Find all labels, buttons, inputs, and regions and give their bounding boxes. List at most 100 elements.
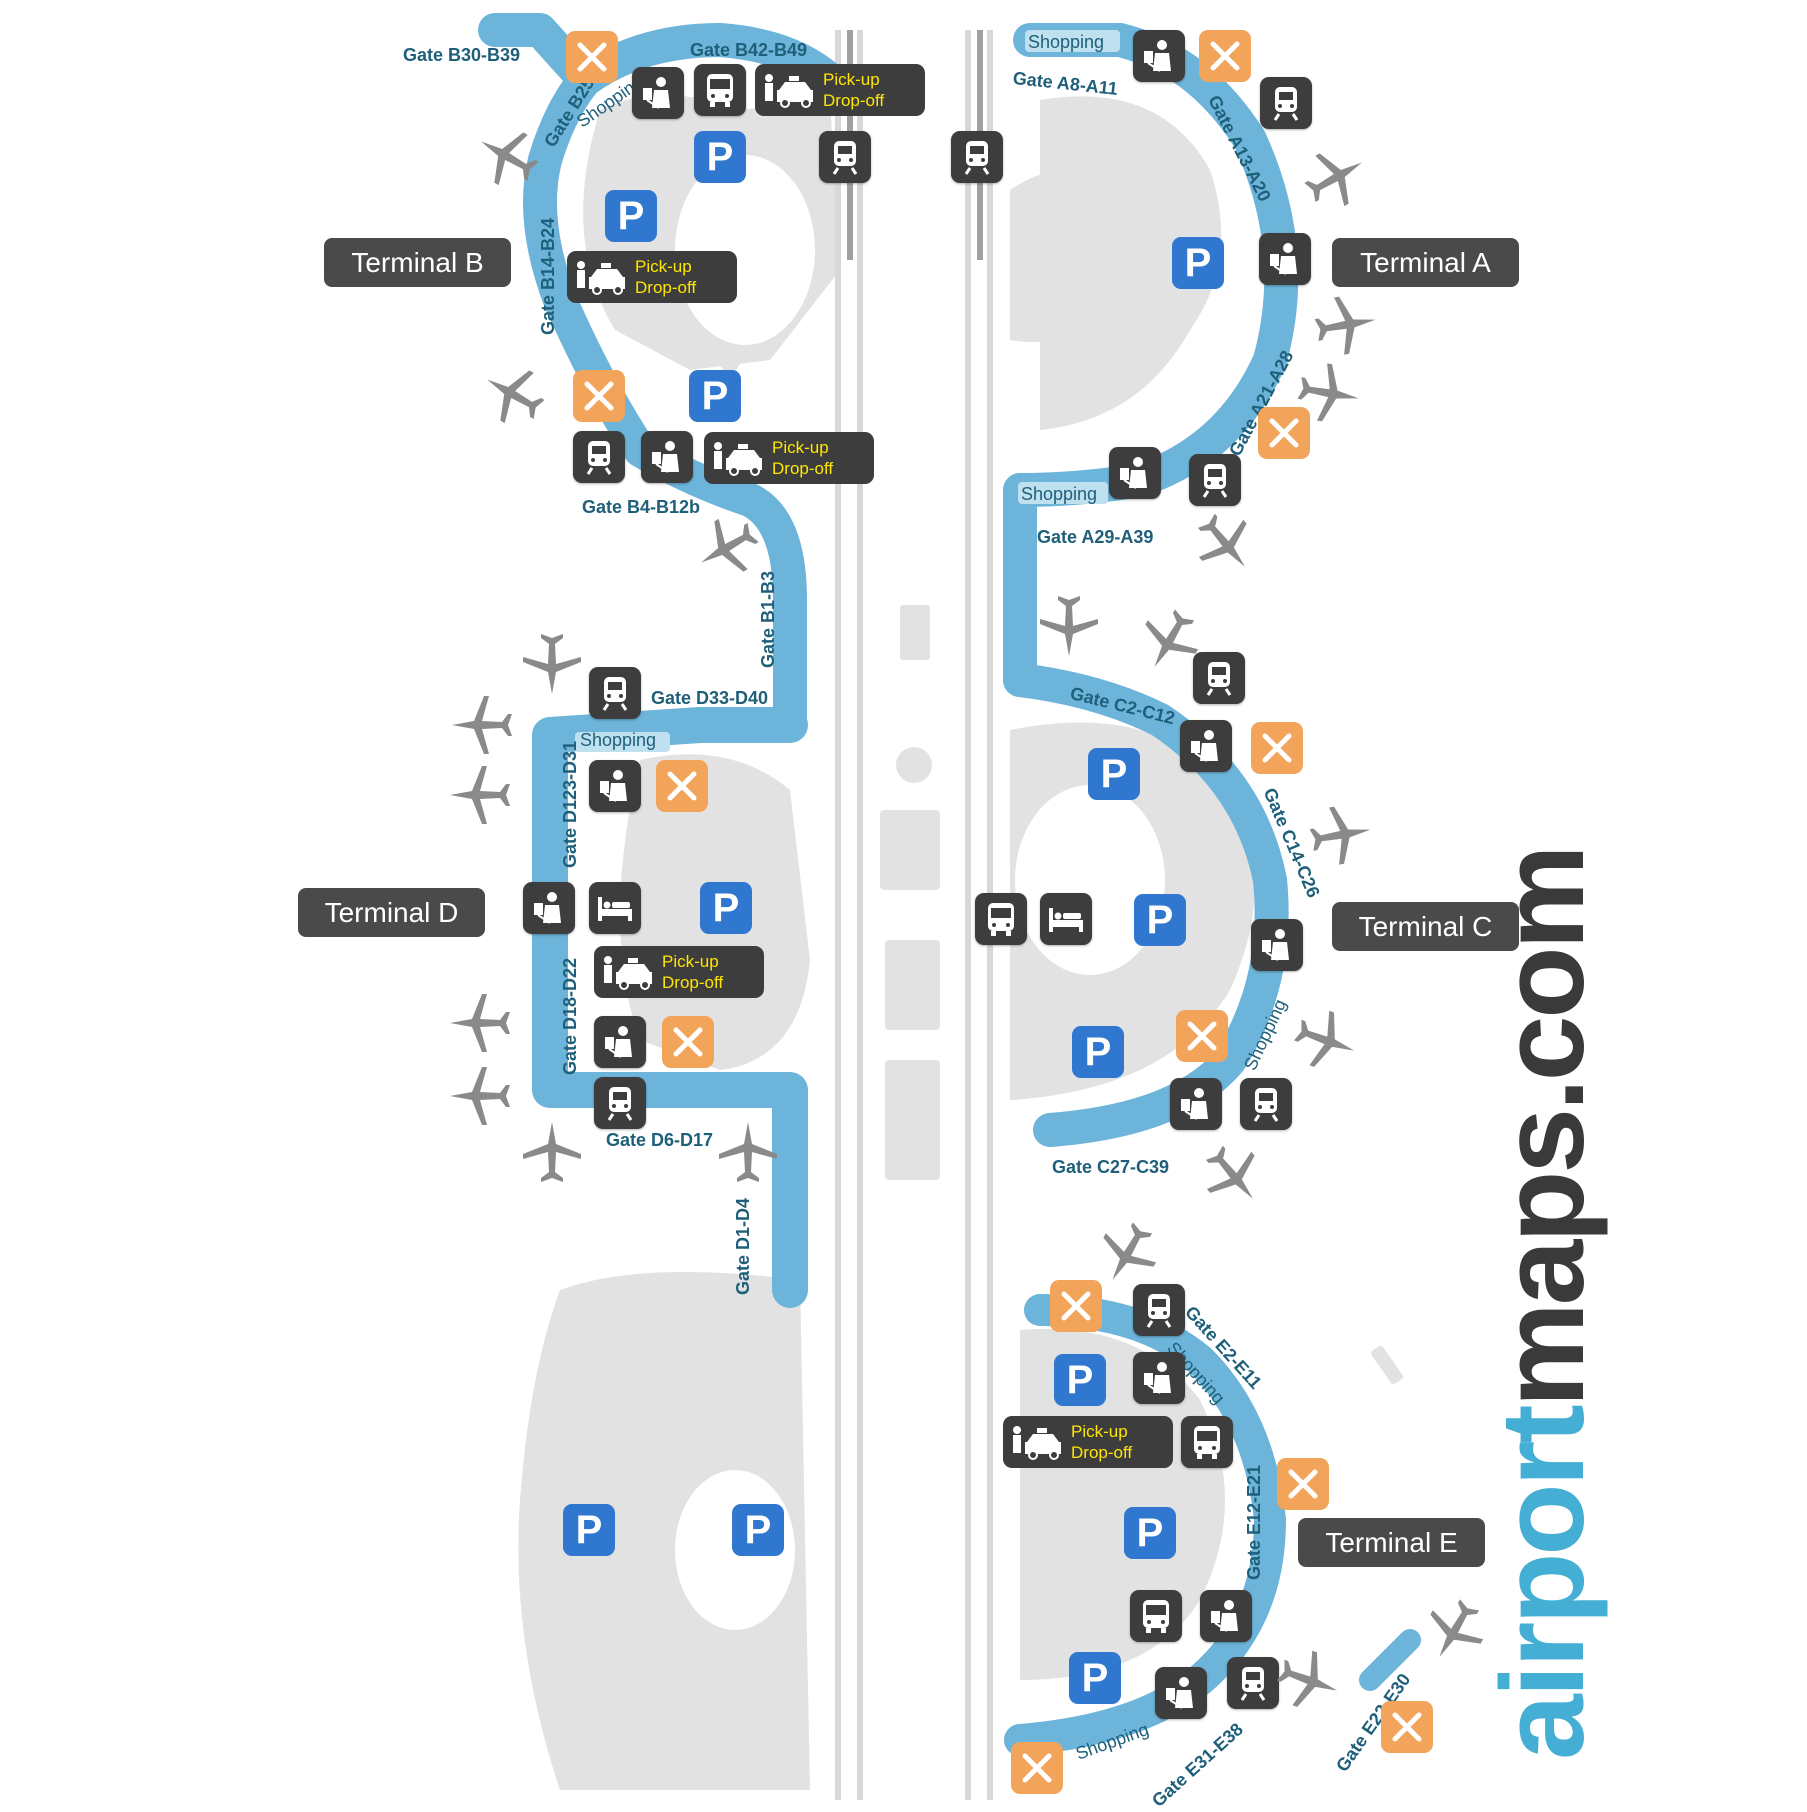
parking-marker-south1[interactable]: P <box>563 1504 615 1556</box>
parking-marker-a[interactable]: P <box>1172 237 1224 289</box>
train-marker-b-top1[interactable] <box>819 131 871 183</box>
restaurant-marker-b-bottom[interactable] <box>573 370 625 422</box>
restaurant-marker-d-top[interactable] <box>656 760 708 812</box>
restaurant-marker-c-top[interactable] <box>1251 722 1303 774</box>
security-marker-c-bottom[interactable] <box>1170 1078 1222 1130</box>
terminal-c-label: Terminal C <box>1332 902 1519 951</box>
train-marker-e-bottom[interactable] <box>1227 1657 1279 1709</box>
airplane-icon <box>1276 1650 1338 1707</box>
bus-marker-c[interactable] <box>975 893 1027 945</box>
parking-marker-e3[interactable]: P <box>1069 1652 1121 1704</box>
security-marker-a-bottom[interactable] <box>1109 447 1161 499</box>
airplane-icon <box>481 132 539 186</box>
airplane-icon <box>1304 153 1362 207</box>
airplane-icon <box>1314 296 1376 355</box>
gate-label-b1-b3: Gate B1-B3 <box>758 570 778 668</box>
restaurant-marker-c-bottom[interactable] <box>1176 1010 1228 1062</box>
parking-marker-south2[interactable]: P <box>732 1504 784 1556</box>
security-marker-e-mid[interactable] <box>1200 1590 1252 1642</box>
dropoff-label: Drop-off <box>823 91 885 110</box>
restaurant-marker-e-right[interactable] <box>1277 1458 1329 1510</box>
hotel-marker-c[interactable] <box>1040 893 1092 945</box>
brand-part2: maps.com <box>1477 847 1609 1408</box>
restaurant-marker-b-top[interactable] <box>566 31 618 83</box>
security-icon <box>1181 1088 1208 1120</box>
gate-label-d6-d17: Gate D6-D17 <box>606 1130 714 1150</box>
security-marker-d-bottom[interactable] <box>594 1016 646 1068</box>
central-roundabout <box>896 747 932 783</box>
taxi-icon <box>604 956 652 990</box>
restaurant-marker-e-top[interactable] <box>1050 1280 1102 1332</box>
train-marker-a-top[interactable] <box>1260 77 1312 129</box>
terminal-c-loop <box>1015 785 1165 975</box>
security-marker-d-mid[interactable] <box>523 882 575 934</box>
parking-marker-b2[interactable]: P <box>605 190 657 242</box>
train-marker-c-bottom[interactable] <box>1240 1078 1292 1130</box>
bus-icon <box>707 74 733 107</box>
parking-marker-e2[interactable]: P <box>1124 1507 1176 1559</box>
taxi-icon <box>765 74 813 108</box>
train-marker-b-bottom[interactable] <box>573 431 625 483</box>
train-marker-e-top[interactable] <box>1133 1284 1185 1336</box>
airplane-icon <box>1297 363 1359 422</box>
security-marker-e-bottom[interactable] <box>1155 1667 1207 1719</box>
parking-marker-b1[interactable]: P <box>694 131 746 183</box>
central-block-2 <box>885 940 940 1030</box>
train-marker-a-bottom[interactable] <box>1189 454 1241 506</box>
parking-marker-e1[interactable]: P <box>1054 1354 1106 1406</box>
security-icon <box>1270 243 1297 275</box>
restaurant-icon <box>584 381 614 411</box>
restaurant-marker-e-bottom[interactable] <box>1011 1742 1063 1794</box>
taxi-icon <box>577 261 625 295</box>
airplane-icon <box>450 766 510 824</box>
security-marker-d-top[interactable] <box>589 760 641 812</box>
train-icon <box>1202 464 1228 498</box>
dropoff-label: Drop-off <box>635 278 697 297</box>
parking-marker-c3[interactable]: P <box>1072 1026 1124 1078</box>
restaurant-marker-d-bottom[interactable] <box>662 1016 714 1068</box>
central-marker <box>900 605 930 660</box>
security-marker-c-top[interactable] <box>1180 720 1232 772</box>
airplane-icon <box>719 1122 777 1182</box>
restaurant-icon <box>577 42 607 72</box>
restaurant-marker-a-bottom[interactable] <box>1258 407 1310 459</box>
security-icon <box>1262 929 1289 961</box>
airplane-icon <box>487 370 545 424</box>
train-icon <box>1273 87 1299 121</box>
brand-logo: airportmaps.com <box>1475 848 1611 1760</box>
bus-marker-b[interactable] <box>694 64 746 116</box>
bus-marker-e-top[interactable] <box>1181 1416 1233 1468</box>
hotel-marker-d[interactable] <box>589 882 641 934</box>
bus-marker-e-bottom[interactable] <box>1130 1590 1182 1642</box>
restaurant-marker-a-top[interactable] <box>1199 30 1251 82</box>
security-marker-b-bottom[interactable] <box>641 431 693 483</box>
parking-marker-c1[interactable]: P <box>1088 748 1140 800</box>
parking-marker-d[interactable]: P <box>700 882 752 934</box>
shopping-label-a-top: Shopping <box>1028 32 1105 52</box>
restaurant-icon <box>1022 1753 1052 1783</box>
security-marker-a-mid[interactable] <box>1259 233 1311 285</box>
security-marker-c-mid[interactable] <box>1251 919 1303 971</box>
train-marker-b-top2[interactable] <box>951 131 1003 183</box>
train-marker-d-top[interactable] <box>589 667 641 719</box>
restaurant-icon <box>1187 1021 1217 1051</box>
airplane-icon <box>1197 513 1247 567</box>
security-marker-a-top[interactable] <box>1133 30 1185 82</box>
train-marker-d-bottom[interactable] <box>594 1077 646 1129</box>
train-icon <box>1146 1294 1172 1328</box>
restaurant-marker-e-pier[interactable] <box>1381 1701 1433 1753</box>
security-marker-b-top[interactable] <box>632 67 684 119</box>
parking-marker-b3[interactable]: P <box>689 370 741 422</box>
security-marker-e-top[interactable] <box>1133 1352 1185 1404</box>
security-icon <box>1120 457 1147 489</box>
parking-marker-c2[interactable]: P <box>1134 894 1186 946</box>
security-icon <box>1166 1677 1193 1709</box>
train-marker-c-top[interactable] <box>1193 652 1245 704</box>
restaurant-icon <box>1210 41 1240 71</box>
